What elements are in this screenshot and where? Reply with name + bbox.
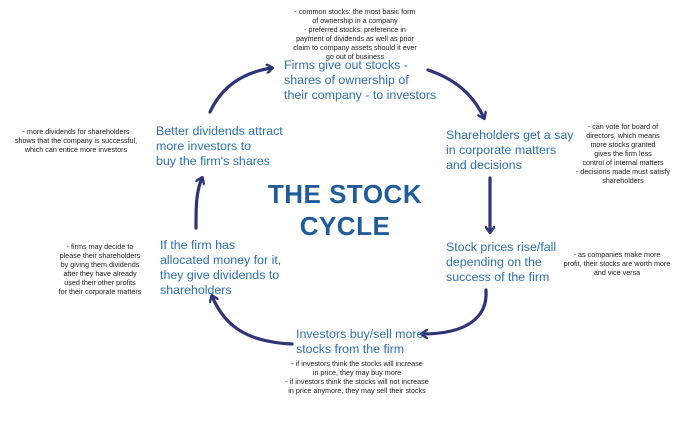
note-line: more stocks granted <box>590 140 656 149</box>
diagram-title: THE STOCK CYCLE <box>252 178 438 242</box>
note-line: - can vote for board of <box>587 122 659 131</box>
note-line: in price, they may buy more <box>312 368 402 377</box>
node-line: more investors to <box>156 139 252 153</box>
note-line: gives the firm less <box>594 149 652 158</box>
node-line: and decisions <box>446 158 522 172</box>
node-line: Shareholders get a say <box>446 128 574 142</box>
node-line: buy the firm's shares <box>156 154 270 168</box>
node-dividends: If the firm has allocated money for it, … <box>160 238 281 298</box>
note-pleasing: - firms may decide to please their share… <box>44 242 156 296</box>
note-investor-behavior: - if investors think the stocks will inc… <box>266 359 448 395</box>
node-line: Firms give out stocks - <box>284 58 408 72</box>
note-line: - preferred stocks: preference in <box>304 25 406 34</box>
note-line: - firms may decide to <box>66 242 134 251</box>
note-line: - decisions made must satisfy <box>575 167 671 176</box>
node-line: depending on the <box>446 255 542 269</box>
note-success-signal: - more dividends for shareholders shows … <box>6 127 146 154</box>
note-profit: - as companies make more profit, their s… <box>548 250 686 277</box>
node-line: they give dividends to <box>160 268 280 282</box>
node-line: success of the firm <box>446 270 550 284</box>
node-line: Investors buy/sell more <box>296 327 424 341</box>
node-line: shares of ownership of <box>284 73 409 87</box>
note-line: - if investors think the stocks will not… <box>285 377 429 386</box>
note-line: please their shareholders <box>59 251 141 260</box>
note-stock-types: - common stocks: the most basic form of … <box>272 7 438 61</box>
node-line: shareholders <box>160 283 232 297</box>
arrow-stocks-to-shareholders <box>426 68 484 118</box>
note-line: of ownership in a company <box>312 16 398 25</box>
note-line: directors, which means <box>586 131 660 140</box>
node-line: Better dividends attract <box>156 124 283 138</box>
node-line: If the firm has <box>160 238 236 252</box>
title-line: CYCLE <box>299 211 391 241</box>
note-line: - more dividends for shareholders <box>22 127 130 136</box>
note-line: profit, their stocks are worth more <box>563 259 671 268</box>
note-line: in price anymore, they may sell their st… <box>288 386 426 395</box>
node-line: stocks from the firm <box>296 342 405 356</box>
note-line: claim to company assets should it ever <box>293 43 417 52</box>
node-firms-give-out-stocks: Firms give out stocks - shares of owners… <box>284 58 436 103</box>
node-line: their company - to investors <box>284 88 437 102</box>
note-line: after they have already <box>63 269 137 278</box>
node-investors-buy-sell: Investors buy/sell more stocks from the … <box>296 327 423 357</box>
node-line: Stock prices rise/fall <box>446 240 557 254</box>
note-voting: - can vote for board of directors, which… <box>560 122 686 185</box>
node-stock-prices: Stock prices rise/fall depending on the … <box>446 240 556 285</box>
note-line: and vice versa <box>593 268 641 277</box>
note-line: used their other profits <box>64 278 136 287</box>
note-line: - if investors think the stocks will inc… <box>291 359 423 368</box>
arrow-investors-to-dividends <box>212 296 294 346</box>
node-line: in corporate matters <box>446 143 557 157</box>
note-line: control of internal matters <box>582 158 664 167</box>
arrow-dividends-to-better <box>194 178 202 230</box>
node-better-dividends: Better dividends attract more investors … <box>156 124 283 169</box>
arrow-prices-to-investors <box>422 288 488 334</box>
arrow-better-to-stocks <box>208 68 272 114</box>
note-line: which can entice more investors <box>24 145 128 154</box>
note-line: - common stocks: the most basic form <box>294 7 416 16</box>
title-line: THE STOCK <box>267 179 423 209</box>
note-line: payment of dividends as well as prior <box>296 34 414 43</box>
node-shareholders-say: Shareholders get a say in corporate matt… <box>446 128 573 173</box>
note-line: shows that the company is successful, <box>14 136 138 145</box>
node-line: allocated money for it, <box>160 253 282 267</box>
note-line: go out of business <box>325 52 385 61</box>
note-line: shareholders <box>602 176 644 185</box>
note-line: for their corporate matters <box>58 287 142 296</box>
note-line: - as companies make more <box>573 250 661 259</box>
note-line: by giving them dividends <box>60 260 140 269</box>
